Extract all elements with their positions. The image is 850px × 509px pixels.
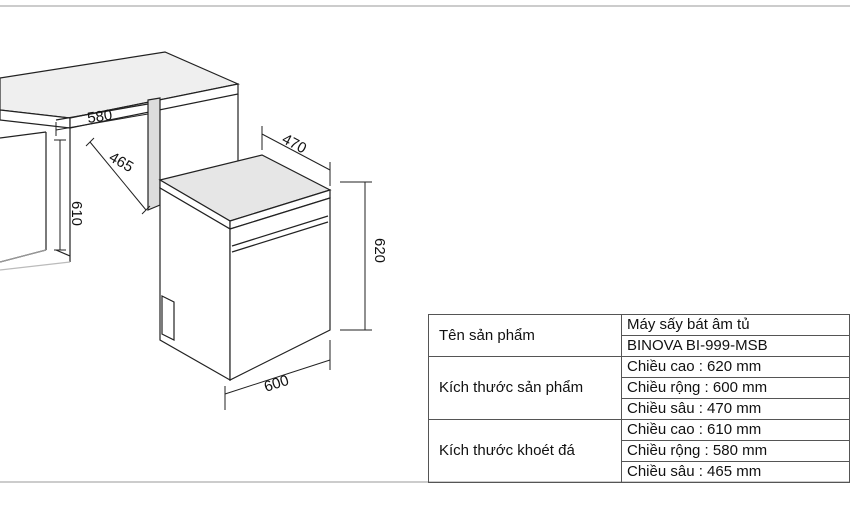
product-width-value: Chiều rộng : 600 mm (621, 377, 850, 399)
niche-width-label: 580 (86, 107, 113, 127)
product-name-line-1: Máy sấy bát âm tủ (621, 314, 850, 336)
table-row: Chiều sâu : 465 mm (429, 461, 850, 483)
product-height-value: Chiều cao : 620 mm (621, 356, 850, 378)
product-size-label: Kích thước sản phẩm (428, 356, 622, 420)
cutout-height-value: Chiều cao : 610 mm (621, 419, 850, 441)
table-row: Chiều rộng : 580 mm (429, 440, 850, 462)
table-row: Chiều rộng : 600 mm (429, 377, 850, 399)
product-name-line-2: BINOVA BI-999-MSB (621, 335, 850, 357)
dishwasher-unit (158, 154, 332, 382)
unit-width-label: 600 (262, 372, 291, 396)
niche-dimensions (54, 106, 151, 251)
table-row: Tên sản phẩm Máy sấy bát âm tủ (428, 314, 850, 357)
table-row: Kích thước sản phẩm Chiều cao : 620 mm (428, 356, 850, 420)
niche-depth-label: 465 (106, 149, 136, 176)
table-row: Chiều sâu : 470 mm (429, 398, 850, 420)
unit-height-label: 620 (371, 238, 388, 263)
product-depth-value: Chiều sâu : 470 mm (621, 398, 850, 420)
table-row: Kích thước khoét đá Chiều cao : 610 mm (428, 419, 850, 483)
unit-dimensions (224, 126, 372, 410)
cutout-depth-value: Chiều sâu : 465 mm (621, 461, 850, 483)
unit-depth-label: 470 (279, 131, 309, 158)
niche-height-label: 610 (68, 201, 85, 226)
product-name-label: Tên sản phẩm (428, 314, 622, 357)
cutout-width-value: Chiều rộng : 580 mm (621, 440, 850, 462)
cutout-size-label: Kích thước khoét đá (428, 419, 622, 483)
spec-table: Tên sản phẩm Máy sấy bát âm tủ BINOVA BI… (428, 314, 850, 483)
table-row: BINOVA BI-999-MSB (429, 335, 850, 357)
